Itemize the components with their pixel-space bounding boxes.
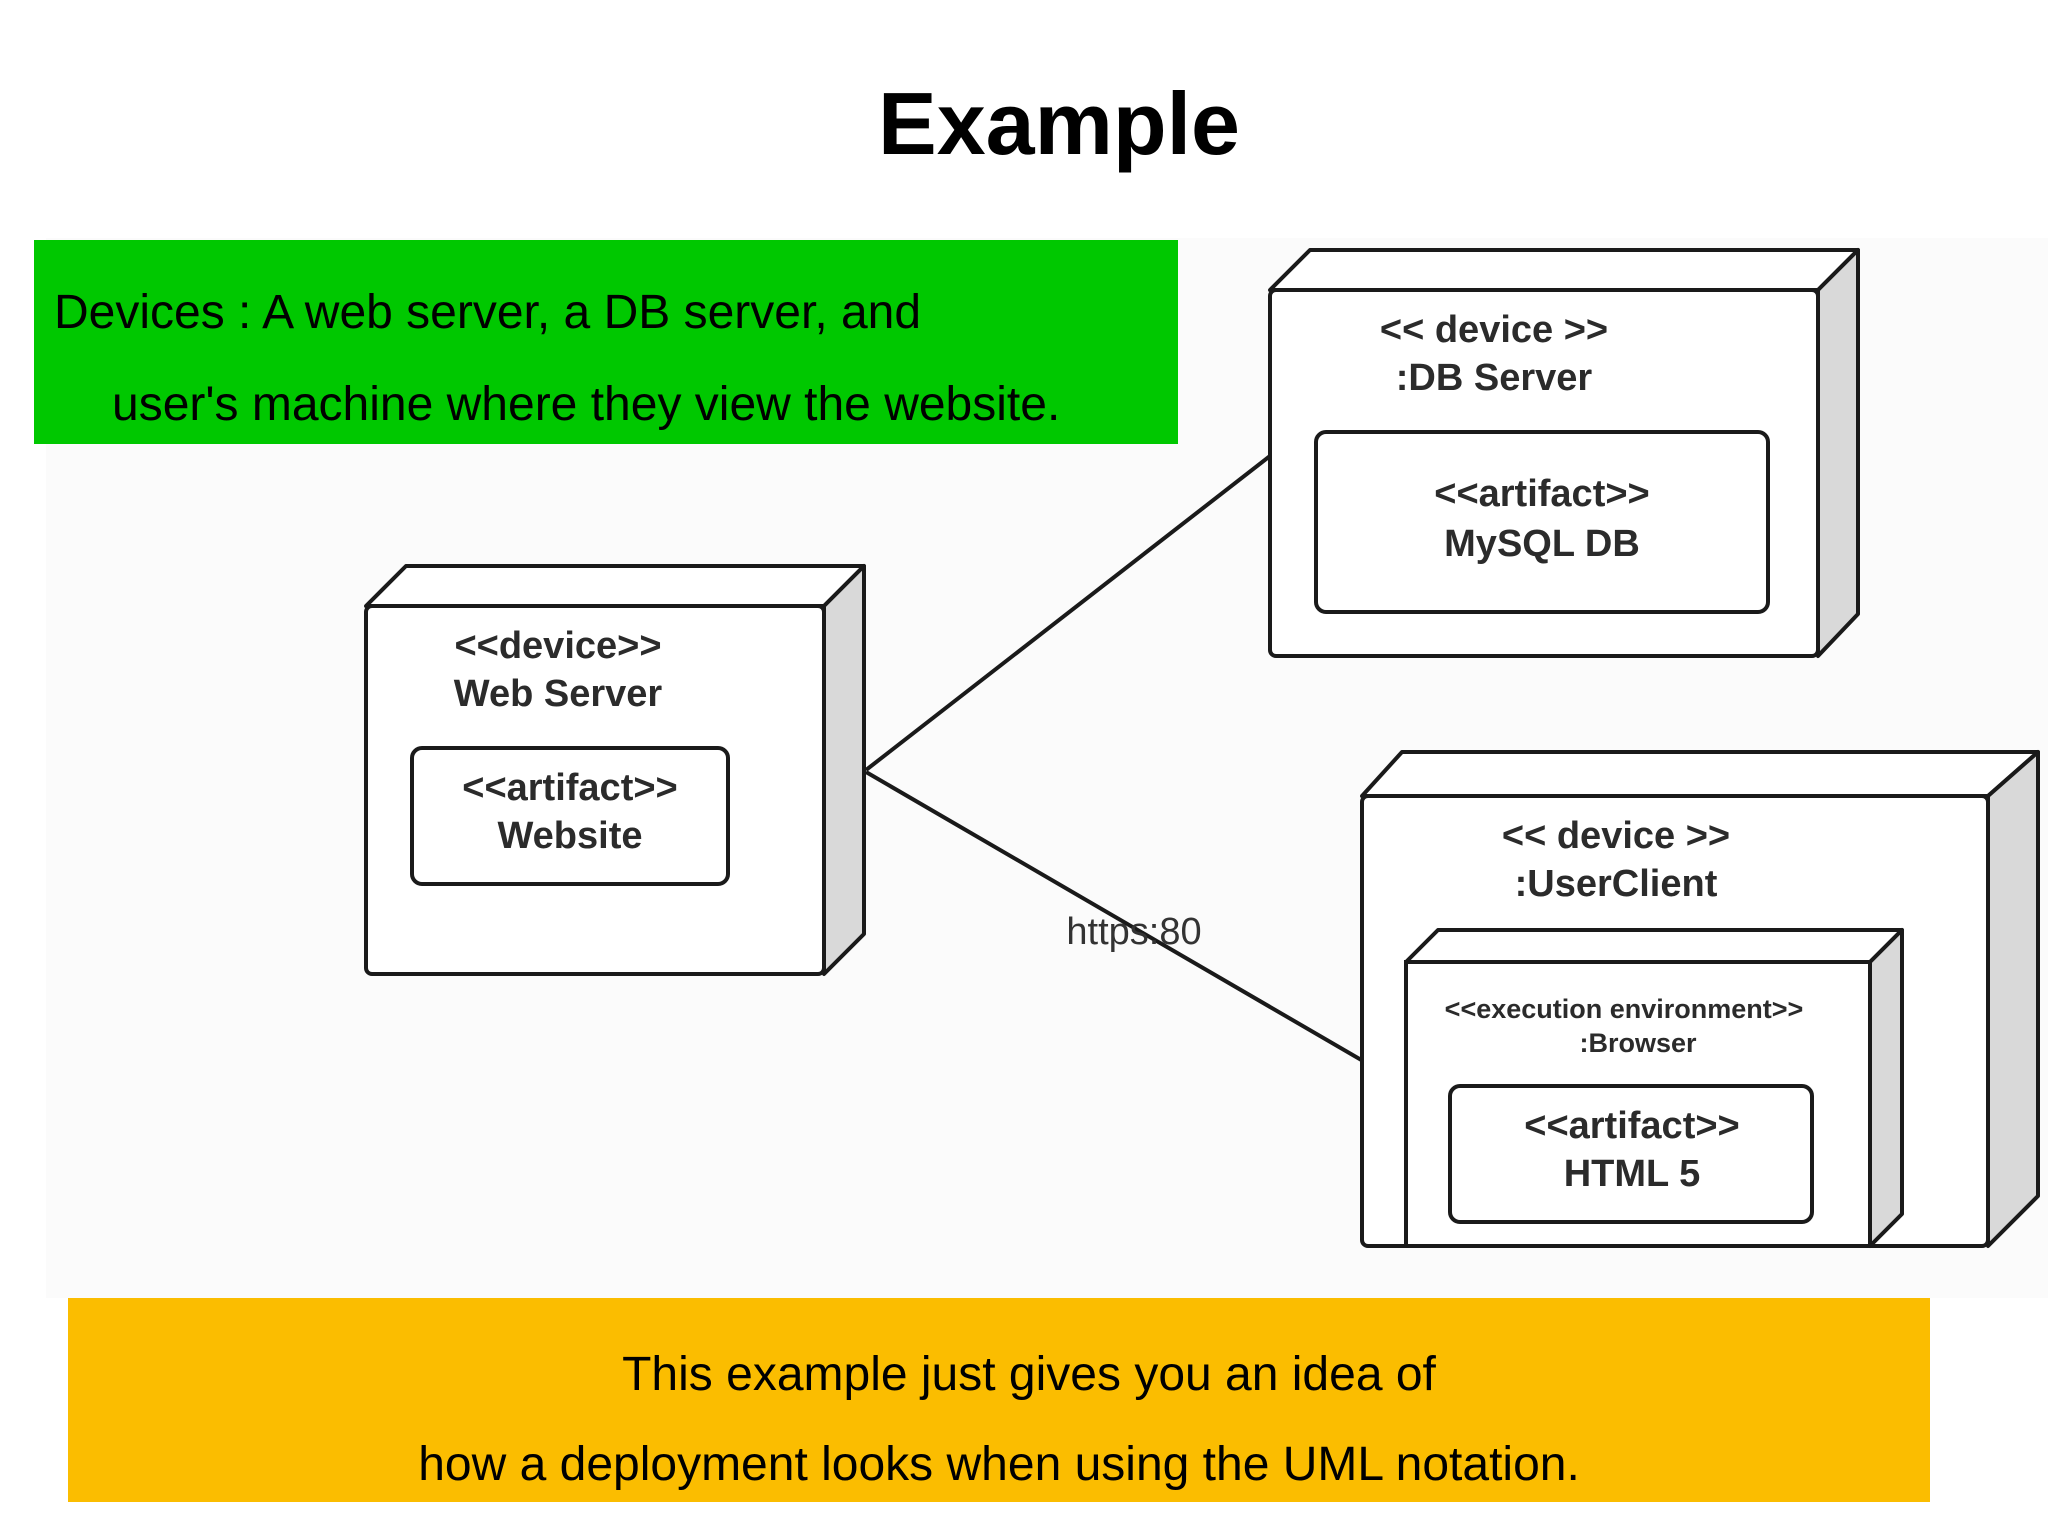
summary-note-line1: This example just gives you an idea of [622, 1348, 1436, 1401]
node-user-client: << device >> :UserClient <<execution env… [1360, 750, 2040, 1248]
node-user-client-side [1986, 750, 2040, 1248]
artifact-mysql-box [1314, 430, 1770, 614]
exec-env-browser-side [1868, 928, 1904, 1248]
node-user-client-top [1360, 750, 2040, 798]
connector-web-db [864, 454, 1272, 772]
artifact-mysql-stereotype: <<artifact>> [1434, 473, 1649, 515]
summary-note: This example just gives you an idea of h… [68, 1298, 1930, 1502]
artifact-website-box [410, 746, 730, 886]
node-db-server: << device >> :DB Server <<artifact>> MyS… [1268, 248, 1860, 658]
artifact-html5-box [1448, 1084, 1814, 1224]
devices-note: Devices : A web server, a DB server, and… [34, 240, 1178, 444]
artifact-html5-stereotype: <<artifact>> [1524, 1105, 1739, 1147]
artifact-mysql-name: MySQL DB [1444, 523, 1640, 565]
artifact-html5-name: HTML 5 [1564, 1153, 1701, 1195]
node-web-server-name: Web Server [454, 673, 663, 715]
summary-note-line2: how a deployment looks when using the UM… [418, 1438, 1580, 1491]
devices-note-line1: Devices : A web server, a DB server, and [54, 286, 922, 339]
exec-env-browser-stereotype: <<execution environment>> [1445, 994, 1804, 1024]
node-web-server-stereotype: <<device>> [454, 625, 661, 667]
artifact-website-stereotype: <<artifact>> [462, 767, 677, 809]
artifact-website-name: Website [497, 815, 642, 857]
page-title: Example [878, 74, 1240, 173]
connector-web-client [864, 770, 1408, 1088]
node-db-server-stereotype: << device >> [1380, 309, 1608, 351]
exec-env-browser-name: :Browser [1579, 1028, 1697, 1058]
node-user-client-stereotype: << device >> [1502, 815, 1730, 857]
node-db-server-name: :DB Server [1396, 357, 1593, 399]
node-web-server-top [364, 564, 866, 608]
node-web-server: <<device>> Web Server <<artifact>> Websi… [364, 564, 866, 976]
node-db-server-top [1268, 248, 1860, 292]
node-web-server-side [822, 564, 866, 976]
node-db-server-side [1816, 248, 1860, 658]
connector-label-https: https:80 [1066, 911, 1201, 953]
exec-env-browser-top [1404, 928, 1904, 964]
exec-env-browser: <<execution environment>> :Browser <<art… [1404, 928, 1904, 1248]
node-user-client-name: :UserClient [1515, 863, 1718, 905]
devices-note-line2: user's machine where they view the websi… [112, 378, 1061, 431]
